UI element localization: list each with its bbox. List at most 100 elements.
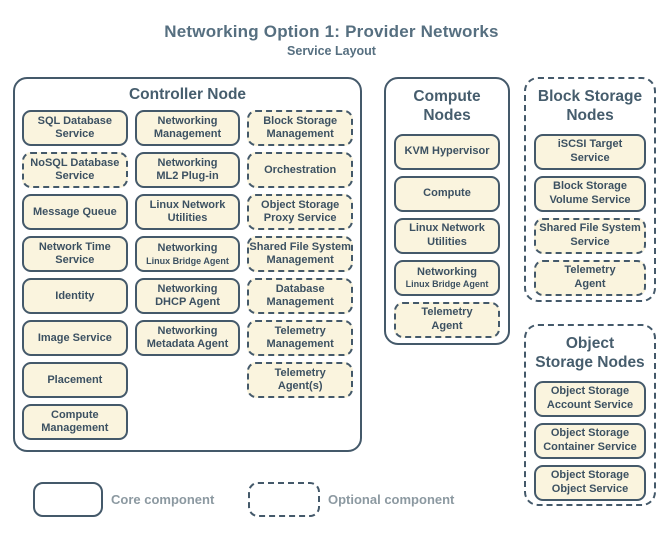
controller-node-heading: Controller Node <box>128 86 247 103</box>
service-box: Message Queue <box>22 194 128 231</box>
diagram-title: Networking Option 1: Provider Networks <box>164 22 499 41</box>
service-box-label: Management <box>266 296 334 309</box>
service-box-label: Networking <box>157 156 218 169</box>
service-box-label: Linux Bridge Agent <box>146 255 229 266</box>
service-box-label: Networking <box>417 265 477 278</box>
service-box-label: Agent <box>574 277 606 290</box>
service-box-label: Networking <box>157 242 218 255</box>
service-box-label: Telemetry <box>274 366 326 379</box>
service-box-label: Agent(s) <box>277 380 323 393</box>
service-box: Image Service <box>22 320 128 357</box>
service-box-label: NoSQL Database <box>30 156 120 169</box>
service-box-label: Shared File System <box>249 240 351 253</box>
service-box-label: Service <box>570 235 610 248</box>
core-component-label: Core component <box>111 492 215 507</box>
service-box-label: Compute <box>51 408 99 421</box>
service-box-label: Database <box>275 282 325 295</box>
service-box: Orchestration <box>247 152 354 189</box>
service-box: Placement <box>22 362 128 399</box>
service-box: KVM Hypervisor <box>394 133 500 170</box>
service-box-label: Object Storage <box>550 427 630 440</box>
service-box-label: iSCSI Target <box>557 138 623 151</box>
service-box-label: Object Storage <box>550 469 630 482</box>
service-box-label: DHCP Agent <box>155 296 220 309</box>
service-box-label: Linux Network <box>149 198 226 211</box>
compute-nodes-heading: Compute Nodes <box>413 88 481 125</box>
service-box-label: Image Service <box>37 331 112 344</box>
service-box-label: ML2 Plug-in <box>156 170 219 183</box>
service-box-label: Metadata Agent <box>146 338 229 351</box>
service-box-label: Object Service <box>551 482 629 495</box>
service-box-label: Service <box>55 254 95 267</box>
service-box-label: Utilities <box>427 235 467 248</box>
service-box-label: Object Storage <box>261 198 340 211</box>
service-box-label: Block Storage <box>263 114 338 127</box>
service-box-label: Networking <box>157 282 218 295</box>
service-box-label: Compute <box>423 187 471 200</box>
object-storage-nodes-heading: Object Storage Nodes <box>535 335 645 372</box>
service-box-label: Utilities <box>167 212 208 225</box>
service-box: Identity <box>22 278 128 315</box>
service-box-label: Agent <box>431 319 463 332</box>
block-storage-nodes-heading: Block Storage Nodes <box>537 88 643 125</box>
service-box-label: Telemetry <box>421 306 473 319</box>
service-box-label: Linux Bridge Agent <box>405 278 489 289</box>
service-box-label: Block Storage <box>553 180 627 193</box>
service-box: Compute <box>394 175 500 212</box>
service-box-label: Message Queue <box>32 205 117 218</box>
service-box-label: Account Service <box>546 398 634 411</box>
service-box-label: Orchestration <box>264 163 337 176</box>
diagram-subtitle: Service Layout <box>287 44 376 58</box>
service-box-label: Shared File System <box>539 222 641 235</box>
core-component-swatch <box>33 482 103 517</box>
optional-component-swatch <box>248 482 320 517</box>
service-box-label: Service <box>55 128 95 141</box>
service-box-label: Management <box>266 128 334 141</box>
service-box-label: SQL Database <box>37 114 113 127</box>
service-box-label: Management <box>266 338 334 351</box>
service-box-label: Service <box>570 151 610 164</box>
service-box-label: Networking <box>157 324 218 337</box>
service-box-label: Networking <box>157 114 218 127</box>
service-box-label: Volume Service <box>549 193 631 206</box>
service-box-label: Telemetry <box>274 324 326 337</box>
service-box-label: Management <box>41 422 109 435</box>
optional-component-label: Optional component <box>328 492 455 507</box>
service-box-label: Object Storage <box>550 385 630 398</box>
service-box-label: Proxy Service <box>263 212 337 225</box>
service-box-label: Identity <box>55 289 95 302</box>
service-box-label: Network Time <box>38 240 111 253</box>
service-box-label: Management <box>266 254 334 267</box>
service-box-label: Telemetry <box>564 264 616 277</box>
